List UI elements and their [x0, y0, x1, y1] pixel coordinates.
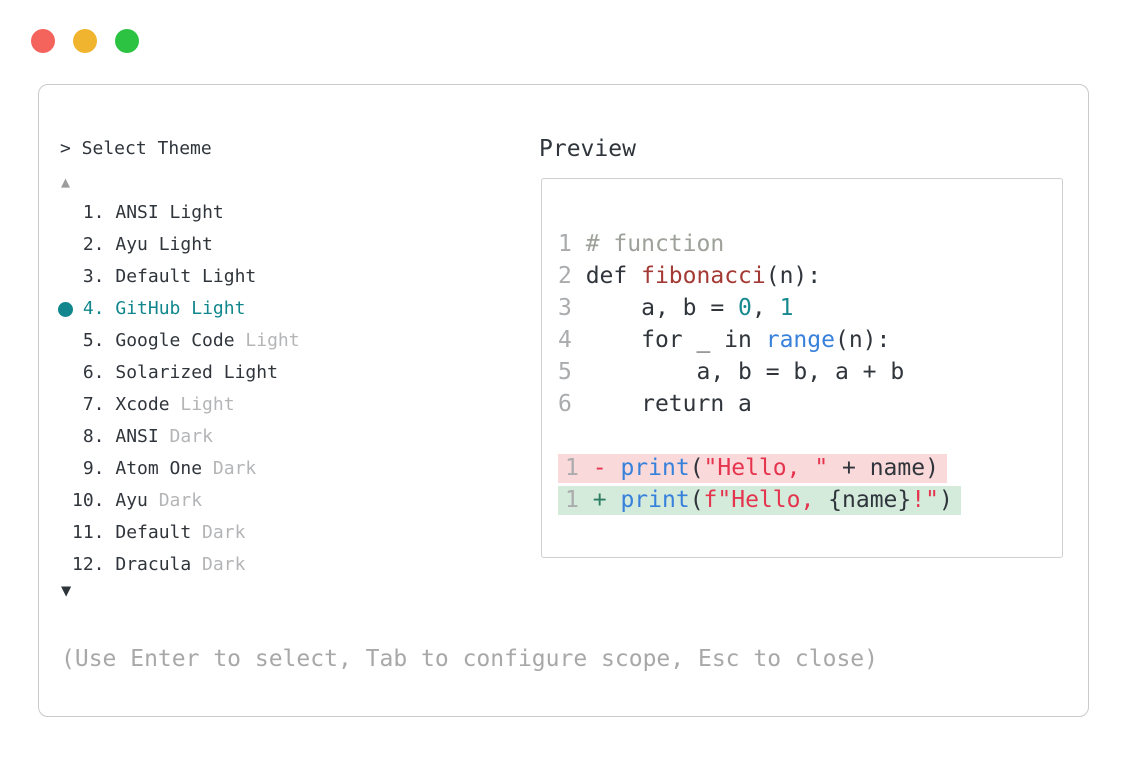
code-line [558, 420, 961, 452]
marker-spacer [61, 485, 72, 517]
window-controls [31, 29, 139, 53]
theme-item-name: Dracula [115, 554, 192, 575]
theme-item-name: Solarized [115, 362, 213, 383]
marker-spacer [61, 261, 72, 293]
theme-item-variant: Dark [202, 458, 257, 479]
theme-item-name: Atom One [115, 458, 203, 479]
theme-item-name: Xcode [115, 394, 170, 415]
theme-item-number: 7. [72, 394, 116, 415]
marker-spacer [61, 453, 72, 485]
theme-item-number: 3. [72, 266, 116, 287]
theme-item-number: 9. [72, 458, 116, 479]
theme-item-number: 6. [72, 362, 116, 383]
marker-spacer [61, 421, 72, 453]
theme-item-name: GitHub [115, 298, 181, 319]
theme-list: 1. ANSI Light 2. Ayu Light 3. Default Li… [58, 197, 300, 581]
diff-removed-line: 1 - print("Hello, " + name) [558, 454, 947, 483]
marker-spacer [61, 517, 72, 549]
theme-item-variant: Light [169, 394, 235, 415]
theme-item[interactable]: 8. ANSI Dark [61, 421, 300, 453]
theme-item[interactable]: 12. Dracula Dark [61, 549, 300, 581]
theme-item-name: Ayu [115, 490, 148, 511]
theme-item-variant: Light [180, 298, 246, 319]
theme-item-variant: Light [158, 202, 224, 223]
code-line: 1 # function [558, 231, 725, 257]
theme-item-name: Default [115, 266, 192, 287]
theme-item-variant: Dark [158, 426, 213, 447]
theme-item-number: 2. [72, 234, 116, 255]
scroll-down-icon[interactable]: ▼ [61, 581, 72, 601]
theme-item-number: 1. [72, 202, 116, 223]
preview-title: Preview [539, 136, 636, 162]
theme-item-variant: Light [147, 234, 213, 255]
theme-picker-dialog: > Select Theme ▲ 1. ANSI Light 2. Ayu Li… [38, 84, 1089, 717]
theme-item[interactable]: 1. ANSI Light [61, 197, 300, 229]
theme-item[interactable]: 11. Default Dark [61, 517, 300, 549]
code-line: 3 a, b = 0, 1 [558, 295, 794, 321]
theme-item[interactable]: 3. Default Light [61, 261, 300, 293]
keyboard-hint-text: (Use Enter to select, Tab to configure s… [61, 646, 878, 672]
marker-spacer [61, 549, 72, 581]
code-line: 5 a, b = b, a + b [558, 359, 905, 385]
theme-item[interactable]: 10. Ayu Dark [61, 485, 300, 517]
scroll-up-icon[interactable]: ▲ [61, 173, 71, 191]
theme-item[interactable]: 4. GitHub Light [58, 293, 300, 325]
theme-item-number: 11. [72, 522, 116, 543]
theme-item[interactable]: 5. Google Code Light [61, 325, 300, 357]
theme-item-number: 4. [72, 298, 116, 319]
marker-spacer [61, 325, 72, 357]
theme-item-variant: Light [191, 266, 257, 287]
marker-spacer [61, 229, 72, 261]
marker-spacer [61, 389, 72, 421]
marker-spacer [61, 197, 72, 229]
theme-item-variant: Light [234, 330, 300, 351]
theme-item-variant: Light [212, 362, 278, 383]
theme-item-variant: Dark [147, 490, 203, 511]
theme-item-name: Default [115, 522, 192, 543]
theme-item-name: Ayu [115, 234, 148, 255]
theme-item-number: 5. [72, 330, 116, 351]
code-line: 6 return a [558, 391, 752, 417]
theme-item-name: ANSI [115, 426, 159, 447]
theme-item-number: 10. [72, 490, 116, 511]
minimize-button[interactable] [73, 29, 97, 53]
code-line: 1 - print("Hello, " + name) [558, 452, 961, 484]
marker-spacer [61, 357, 72, 389]
selected-bullet-icon [58, 293, 73, 325]
theme-item-name: Google Code [115, 330, 235, 351]
theme-item-variant: Dark [191, 554, 246, 575]
theme-item[interactable]: 2. Ayu Light [61, 229, 300, 261]
theme-item[interactable]: 6. Solarized Light [61, 357, 300, 389]
diff-added-line: 1 + print(f"Hello, {name}!") [558, 486, 961, 515]
theme-item-number: 12. [72, 554, 116, 575]
code-line: 4 for _ in range(n): [558, 327, 891, 353]
theme-item-variant: Dark [191, 522, 246, 543]
theme-item[interactable]: 9. Atom One Dark [61, 453, 300, 485]
theme-item-name: ANSI [115, 202, 159, 223]
theme-item-number: 8. [72, 426, 116, 447]
select-theme-title: > Select Theme [60, 138, 212, 159]
zoom-button[interactable] [115, 29, 139, 53]
code-line: 1 + print(f"Hello, {name}!") [558, 484, 961, 516]
code-block: 1 # function 2 def fibonacci(n): 3 a, b = … [558, 228, 961, 516]
close-button[interactable] [31, 29, 55, 53]
code-line: 2 def fibonacci(n): [558, 263, 822, 289]
preview-pane: 1 # function 2 def fibonacci(n): 3 a, b = … [541, 178, 1063, 558]
theme-item[interactable]: 7. Xcode Light [61, 389, 300, 421]
